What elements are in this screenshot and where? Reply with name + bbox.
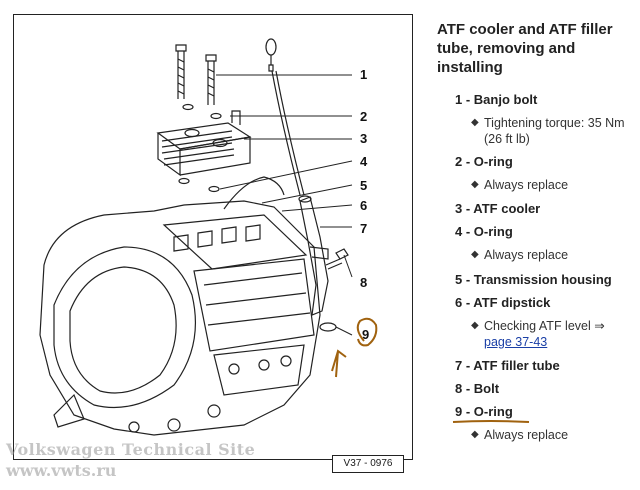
atf-cooler [156,110,252,177]
hand-annotation [331,317,378,378]
item-heading: 5 - Transmission housing [455,272,612,287]
legend-item-9: 9 - O-ring ◆Always replace [437,403,637,443]
callout-1: 1 [360,67,368,82]
parts-legend: ATF cooler and ATF filler tube, removing… [437,20,637,443]
item-heading: 1 - Banjo bolt [455,92,538,107]
item-heading: 3 - ATF cooler [455,201,541,216]
exploded-diagram: 1 2 3 4 5 6 7 8 9 V37 - 0976 [13,14,413,473]
page-link[interactable]: page 37-43 [484,335,548,349]
item-heading: 8 - Bolt [455,381,500,396]
atf-dipstick [265,38,305,196]
diamond-bullet-icon: ◆ [471,249,479,260]
item-detail: ◆Tightening torque: 35 Nm (26 ft lb) [471,116,625,146]
watermark-url: www.vwts.ru [6,461,117,480]
item-heading: 7 - ATF filler tube [455,358,560,373]
legend-item-3: 3 - ATF cooler [437,200,637,218]
legend-item-1: 1 - Banjo bolt ◆Tightening torque: 35 Nm… [437,91,637,147]
legend-item-2: 2 - O-ring ◆Always replace [437,153,637,193]
atf-filler-tube [298,195,329,316]
transmission-illustration [39,38,378,436]
legend-item-4: 4 - O-ring ◆Always replace [437,223,637,263]
callout-8: 8 [360,275,368,290]
diamond-bullet-icon: ◆ [471,117,479,128]
item-detail: ◆Always replace [471,178,569,192]
diamond-bullet-icon: ◆ [471,429,479,440]
legend-item-7: 7 - ATF filler tube [437,357,637,375]
detail-text: Checking ATF level ⇒ [484,319,605,333]
callout-3: 3 [360,131,368,146]
item-heading: 4 - O-ring [455,224,513,239]
transmission-housing [39,176,321,436]
figure-code: V37 - 0976 [332,455,404,473]
item-heading: 2 - O-ring [455,154,513,169]
arrow-mark [331,349,347,378]
callout-9: 9 [362,327,370,342]
item-detail: ◆ Checking ATF level ⇒ page 37-43 [471,318,637,350]
item-heading: 9 - O-ring [455,404,513,419]
page-title: ATF cooler and ATF filler tube, removing… [437,21,613,76]
leader-lines [216,74,353,336]
diamond-bullet-icon: ◆ [471,320,479,331]
o-ring-9 [319,322,337,332]
item-detail: ◆Always replace [471,428,569,442]
item-heading: 6 - ATF dipstick [455,295,551,310]
callout-4: 4 [360,154,368,169]
callout-7: 7 [360,221,368,236]
watermark-site-name: Volkswagen Technical Site [6,440,256,459]
legend-item-5: 5 - Transmission housing [437,271,637,289]
callout-5: 5 [360,178,368,193]
callout-2: 2 [360,109,368,124]
callout-6: 6 [360,198,368,213]
bolt-8 [325,248,349,270]
highlight-circle [356,317,378,347]
legend-item-6: 6 - ATF dipstick ◆ Checking ATF level ⇒ pa… [437,294,637,350]
hand-underline [452,420,530,423]
diamond-bullet-icon: ◆ [471,179,479,190]
legend-item-8: 8 - Bolt [437,380,637,398]
banjo-bolt-right [205,54,217,105]
banjo-bolt-left [175,44,187,99]
item-detail: ◆Always replace [471,248,569,262]
